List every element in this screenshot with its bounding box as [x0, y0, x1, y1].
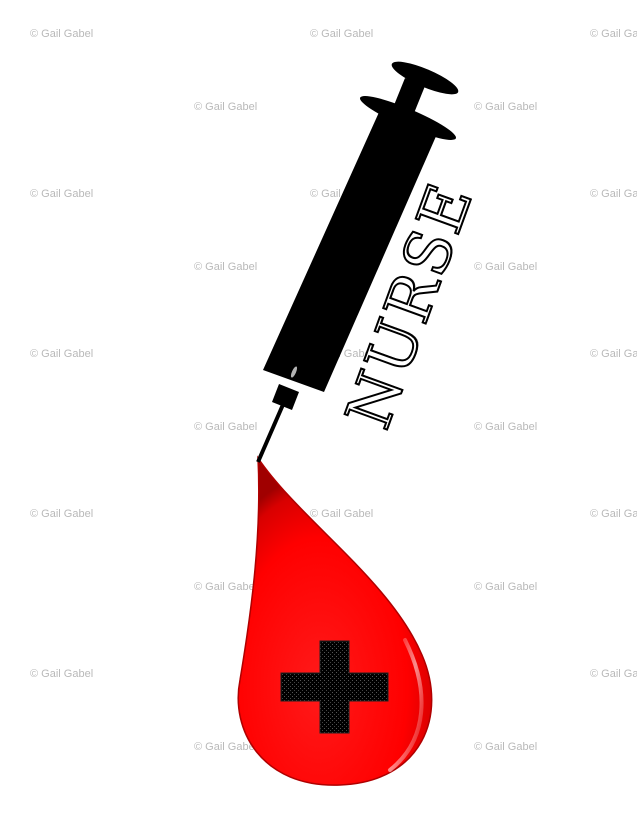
watermark: © Gail Gabel	[310, 508, 374, 520]
syringe-plunger-rod	[388, 78, 425, 128]
drop-shape	[237, 455, 433, 786]
cross-shape	[280, 640, 389, 734]
watermark: © Gail Gabel	[474, 101, 538, 113]
watermark: © Gail Gabel	[590, 508, 637, 520]
watermark: © Gail Gabel	[194, 741, 258, 753]
watermark: © Gail Gabel	[590, 188, 637, 200]
medical-cross-icon	[280, 640, 389, 734]
syringe-glint	[290, 366, 298, 378]
watermark: © Gail Gabel	[30, 508, 94, 520]
syringe-icon	[256, 61, 459, 463]
watermark: © Gail Gabel	[30, 28, 94, 40]
watermark: © Gail Gabel	[194, 581, 258, 593]
syringe-needle	[256, 399, 287, 463]
watermark: © Gail Gabel	[474, 261, 538, 273]
watermark: © Gail Gabel	[30, 668, 94, 680]
syringe-barrel	[263, 110, 437, 392]
watermark: © Gail Gabel	[590, 348, 637, 360]
watermark: © Gail Gabel	[474, 581, 538, 593]
drop-highlight	[388, 638, 424, 772]
watermark: © Gail Gabel	[194, 261, 258, 273]
watermark: © Gail Gabel	[474, 421, 538, 433]
watermark: © Gail Gabel	[30, 188, 94, 200]
watermark: © Gail Gabel	[590, 668, 637, 680]
watermark: © Gail Gabel	[474, 741, 538, 753]
watermark: © Gail Gabel	[194, 101, 258, 113]
syringe-plunger-cap	[391, 61, 459, 95]
watermark: © Gail Gabel	[590, 28, 637, 40]
blood-drop-icon	[237, 455, 433, 786]
watermark: © Gail Gabel	[310, 28, 374, 40]
watermark: © Gail Gabel	[194, 421, 258, 433]
watermark: © Gail Gabel	[30, 348, 94, 360]
syringe-hub	[272, 384, 299, 410]
